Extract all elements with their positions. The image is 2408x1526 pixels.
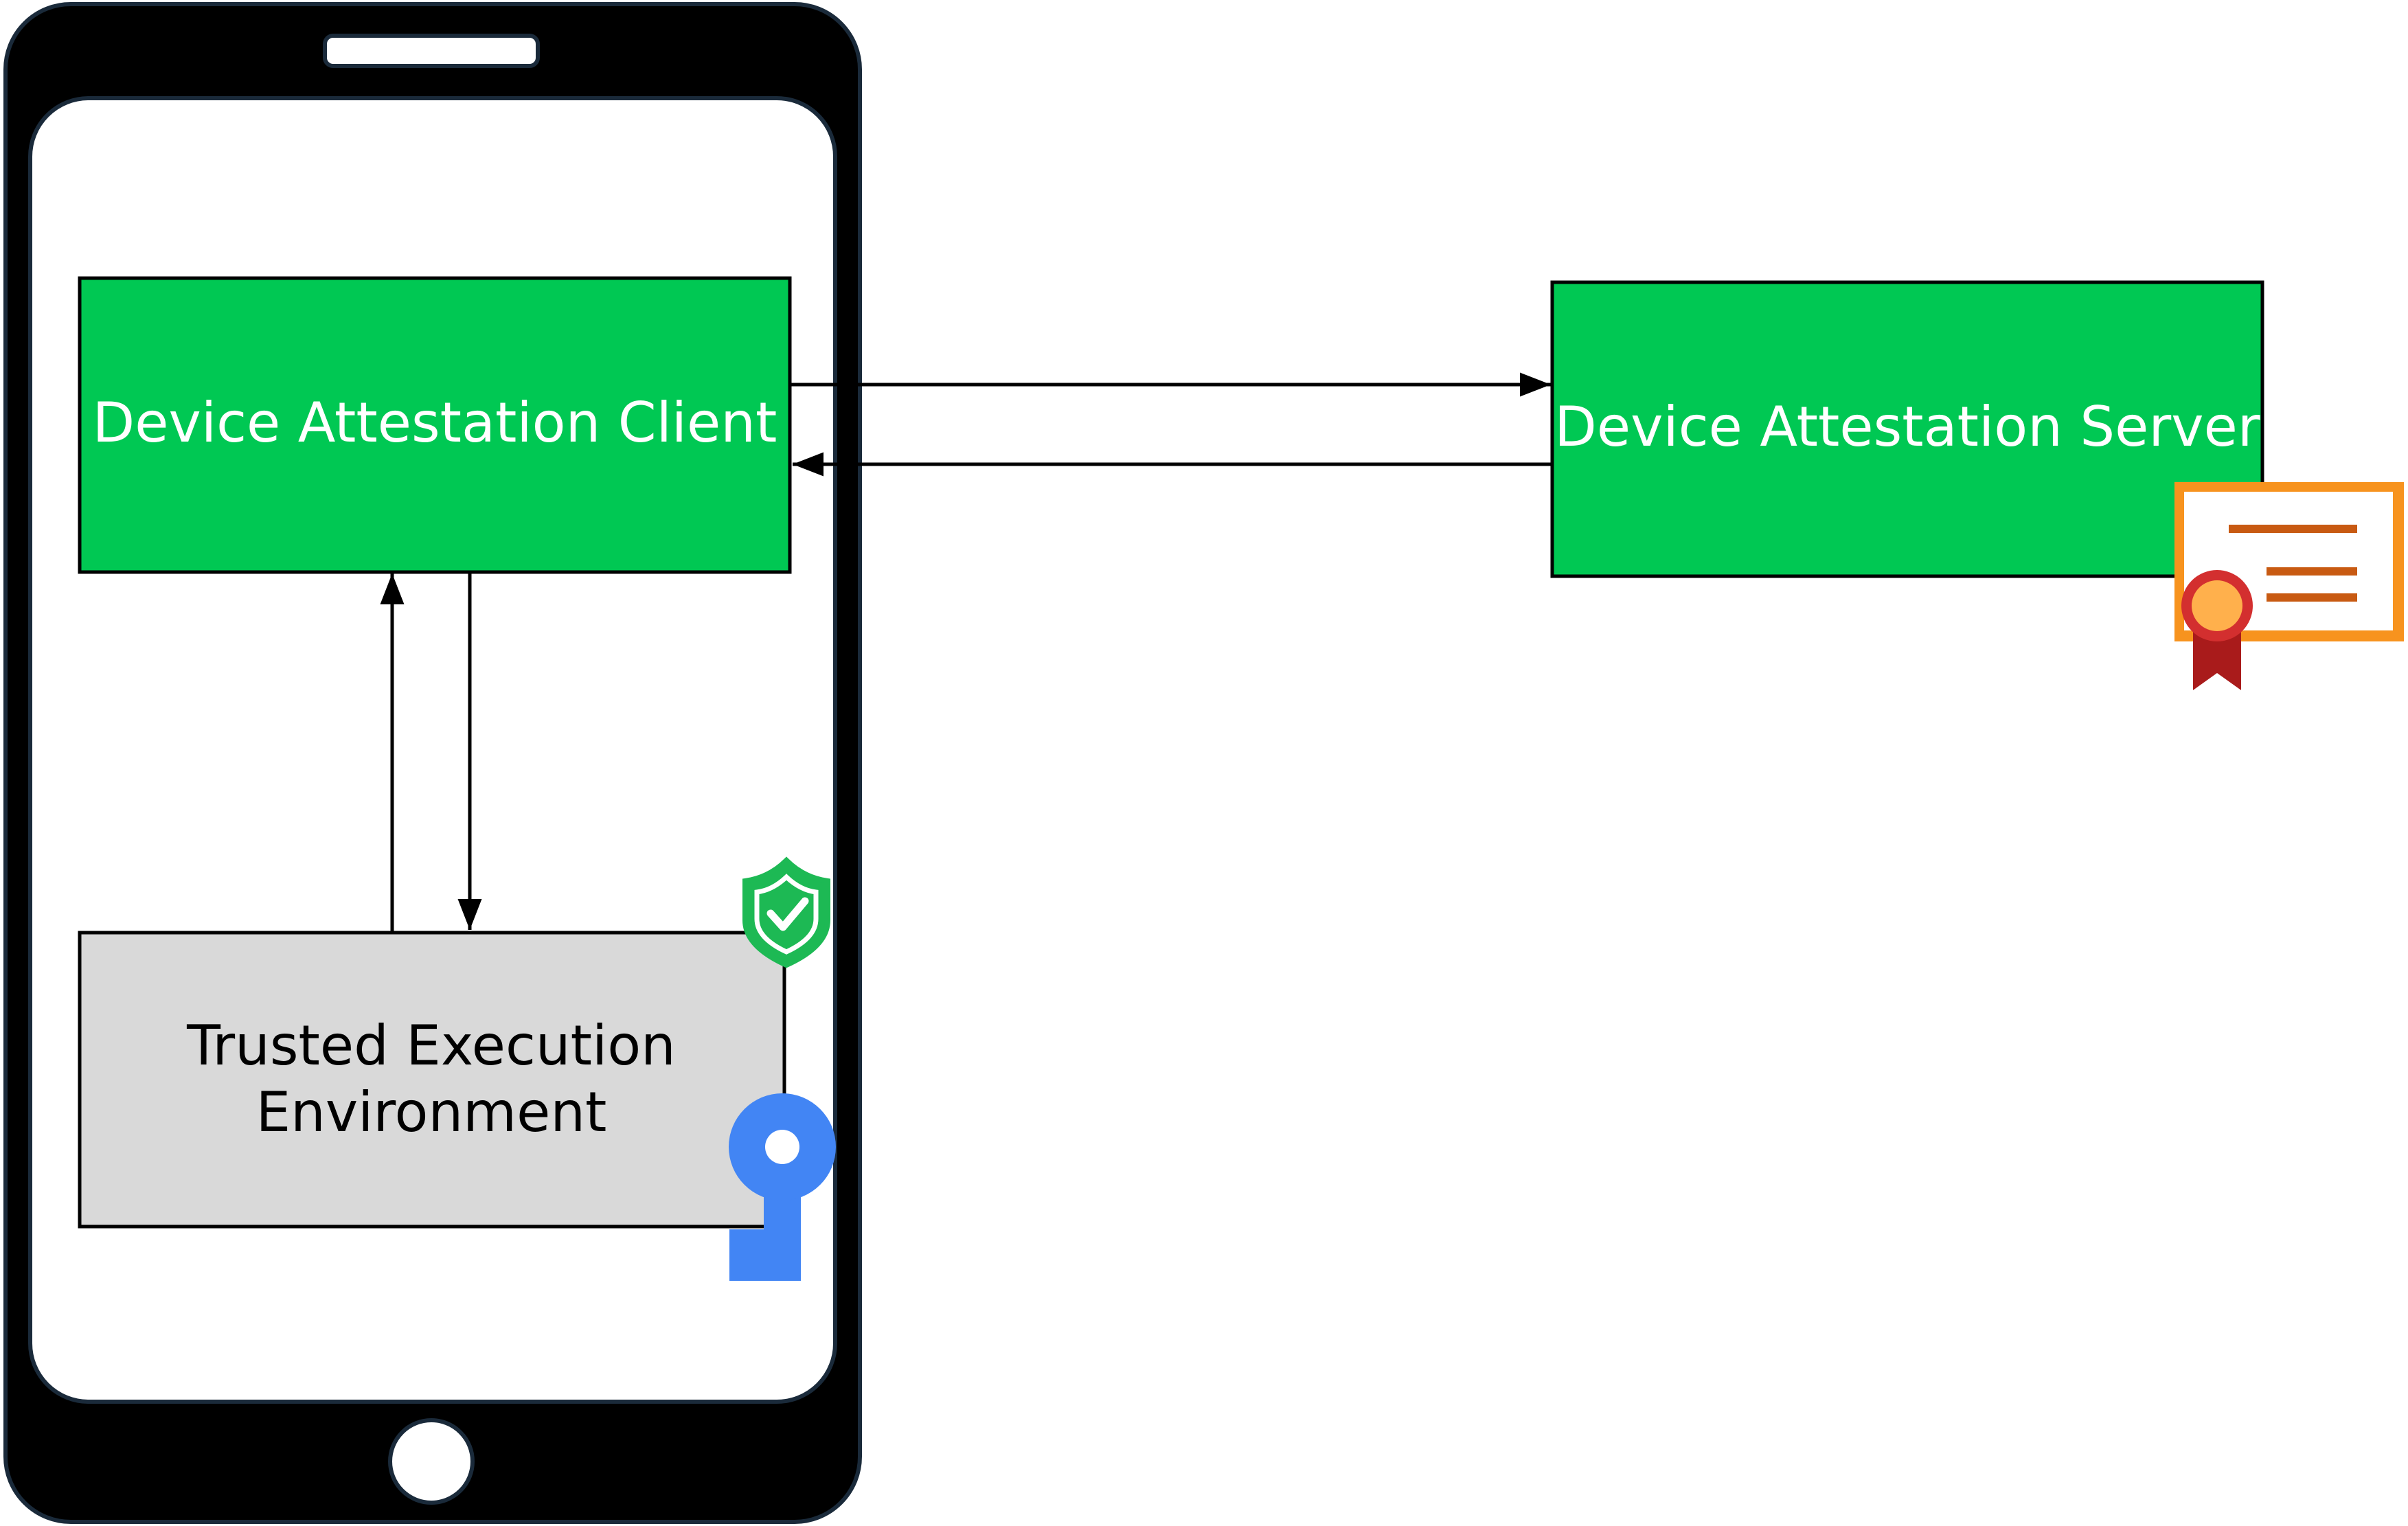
client-node: Device Attestation Client [78, 276, 792, 574]
certificate-icon [2174, 482, 2404, 690]
connectors [380, 372, 1552, 931]
smartphone-icon [3, 2, 862, 1524]
tee-label-line1: Trusted Execution [186, 1014, 676, 1078]
home-button [388, 1418, 475, 1505]
server-node: Device Attestation Server [1550, 280, 2264, 578]
shield-check-icon [742, 856, 830, 968]
speaker-slot [323, 34, 540, 68]
server-label: Device Attestation Server [1554, 395, 2260, 459]
tee-node: Trusted Execution Environment [78, 931, 786, 1229]
key-icon [729, 1093, 836, 1281]
client-label: Device Attestation Client [93, 391, 777, 455]
tee-label-line2: Environment [256, 1080, 607, 1144]
